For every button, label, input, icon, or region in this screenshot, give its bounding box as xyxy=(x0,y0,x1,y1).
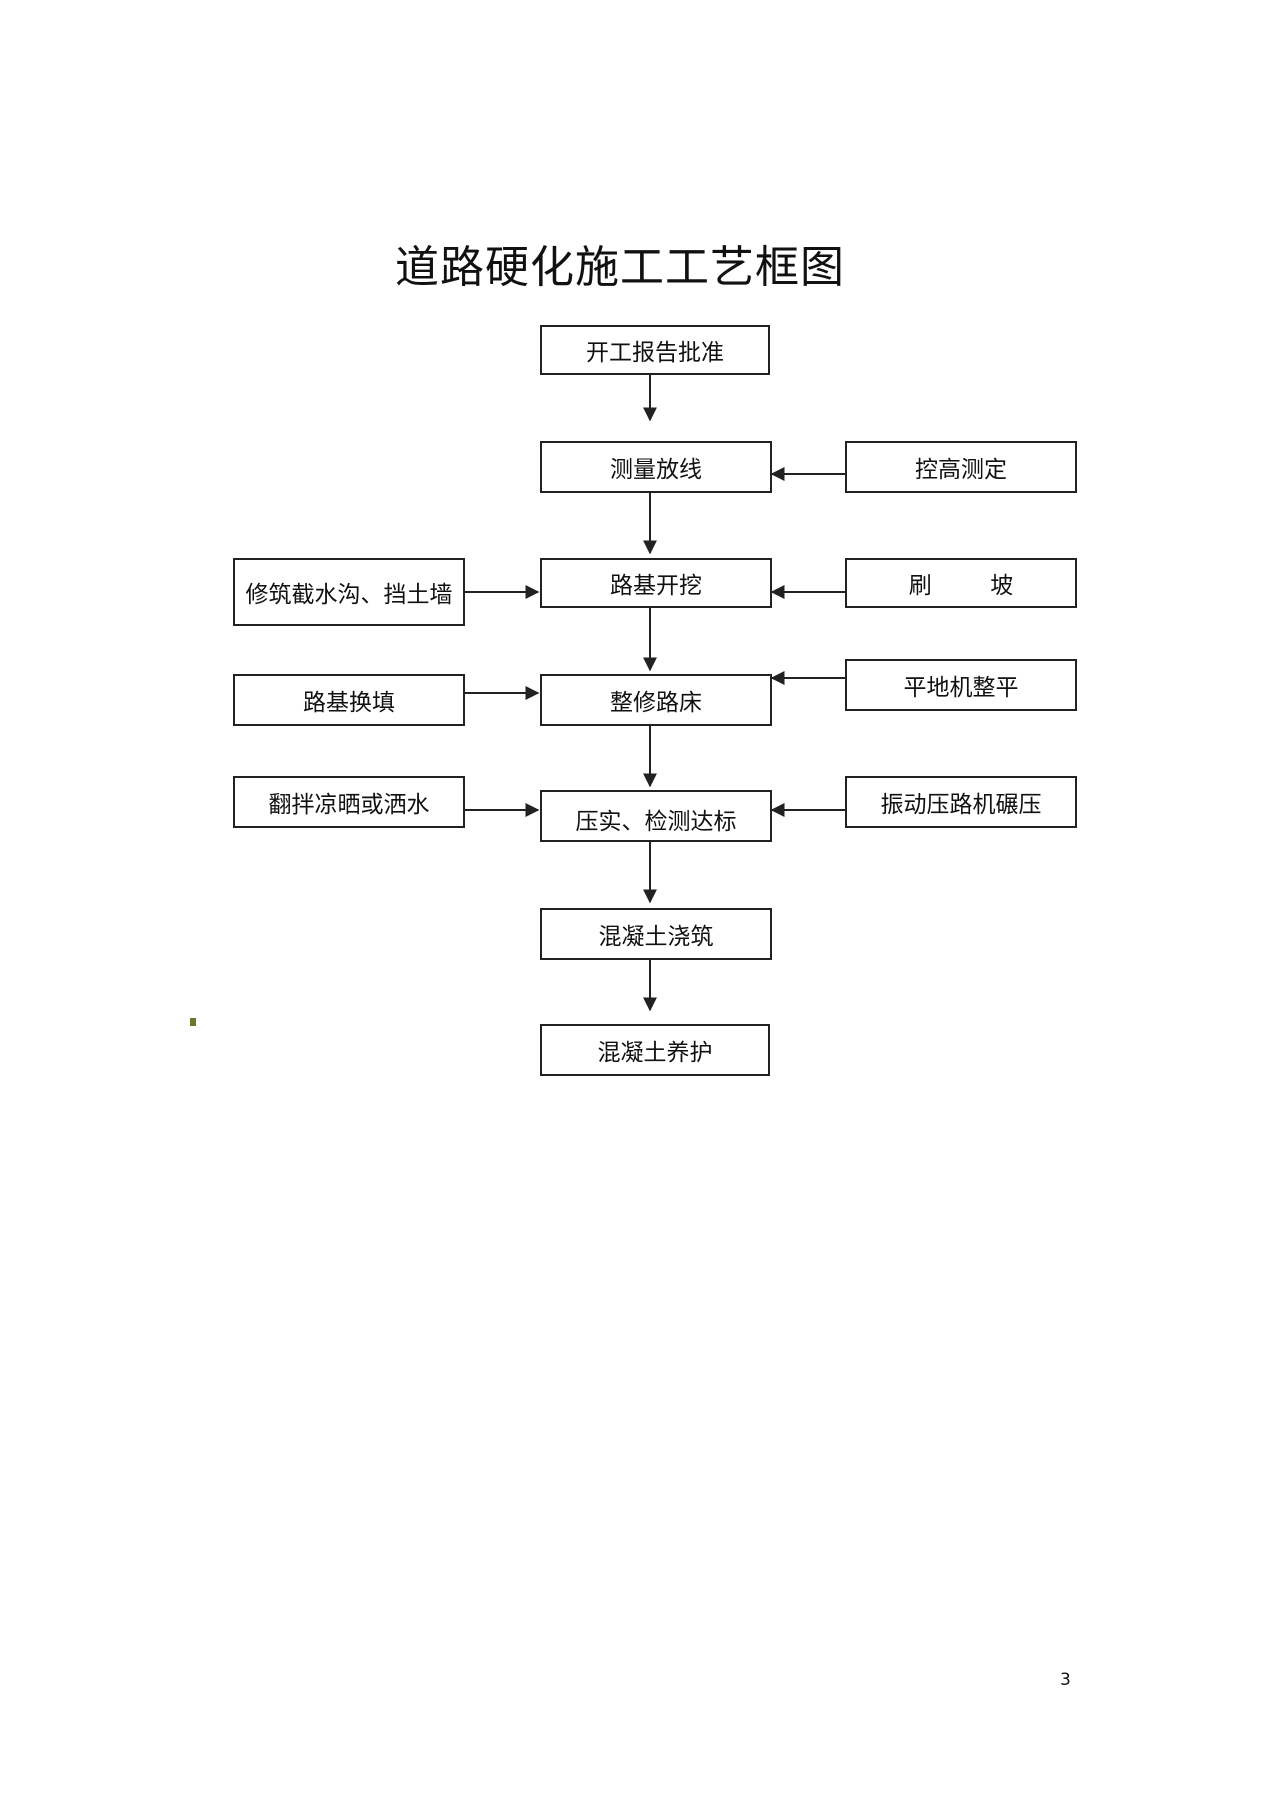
node-subgrade-replacement: 路基换填 xyxy=(233,674,465,726)
node-slope-trimming: 刷 坡 xyxy=(845,558,1077,608)
node-concrete-curing: 混凝土养护 xyxy=(540,1024,770,1076)
node-start-approval: 开工报告批准 xyxy=(540,325,770,375)
node-grader-leveling: 平地机整平 xyxy=(845,659,1077,711)
node-subgrade-excavation: 路基开挖 xyxy=(540,558,772,608)
node-elevation-control: 控高测定 xyxy=(845,441,1077,493)
node-concrete-pouring: 混凝土浇筑 xyxy=(540,908,772,960)
stray-marker xyxy=(190,1018,196,1026)
node-drying-watering: 翻拌凉晒或洒水 xyxy=(233,776,465,828)
node-roadbed-trimming: 整修路床 xyxy=(540,674,772,726)
node-vibratory-rolling: 振动压路机碾压 xyxy=(845,776,1077,828)
diagram-title: 道路硬化施工工艺框图 xyxy=(395,242,845,293)
page-number: 3 xyxy=(1060,1670,1071,1690)
node-survey-setout: 测量放线 xyxy=(540,441,772,493)
node-side-ditch: 修筑截水沟、挡土墙 xyxy=(233,558,465,626)
node-compaction-test: 压实、检测达标 xyxy=(540,790,772,842)
